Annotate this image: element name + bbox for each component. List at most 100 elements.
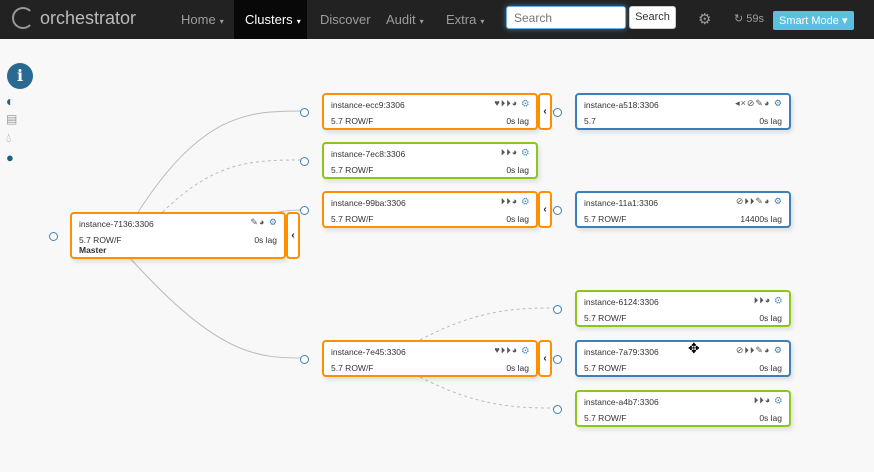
instance-name: instance-ecc9:3306 [331, 100, 405, 110]
instance-version: 5.7 ROW/F [584, 313, 627, 323]
brand-name: orchestrator [40, 7, 137, 28]
drop-target-circle[interactable] [300, 156, 309, 166]
instance-node[interactable]: instance-7e45:3306 ♥⏵⏵◕ ⚙ 5.7 ROW/F 0s l… [322, 340, 538, 377]
instance-action-icons[interactable]: ⏵⏵◕ ⚙ [754, 395, 783, 406]
status-icons: ✎◕ [250, 217, 266, 227]
instance-node[interactable]: instance-7136:3306 ✎◕ ⚙ 5.7 ROW/F 0s lag… [70, 212, 286, 259]
nav-home[interactable]: Home▾ [181, 0, 224, 39]
instance-action-icons[interactable]: ⊘⏵⏵✎◕ ⚙ [736, 196, 783, 207]
instance-node[interactable]: instance-a518:3306 ◂×⊘✎◕ ⚙ 5.7 0s lag [575, 93, 791, 130]
instance-lag: 0s lag [759, 363, 782, 373]
gear-icon[interactable]: ⚙ [268, 217, 278, 227]
drop-target-circle[interactable] [49, 231, 58, 241]
tint-icon[interactable]: 💧︎ [6, 130, 12, 145]
status-icons: ⊘⏵⏵✎◕ [735, 345, 771, 355]
instance-role: Master [79, 245, 107, 255]
nav-clusters[interactable]: Clusters▾ [234, 0, 307, 39]
instance-action-icons[interactable]: ◂×⊘✎◕ ⚙ [735, 98, 783, 109]
settings-gear-icon[interactable]: ⚙ [698, 11, 712, 28]
drop-target-circle[interactable] [553, 205, 562, 215]
status-icons: ⏵⏵◕ [500, 196, 519, 206]
instance-lag: 0s lag [506, 116, 529, 126]
instance-node[interactable]: instance-7ec8:3306 ⏵⏵◕ ⚙ 5.7 ROW/F 0s la… [322, 142, 538, 179]
gear-icon[interactable]: ⚙ [773, 345, 783, 355]
instance-node[interactable]: instance-99ba:3306 ⏵⏵◕ ⚙ 5.7 ROW/F 0s la… [322, 191, 538, 228]
nav-audit-label: Audit [386, 12, 416, 27]
instance-action-icons[interactable]: ✎◕ ⚙ [250, 217, 278, 228]
drop-target-circle[interactable] [300, 205, 309, 215]
instance-action-icons[interactable]: ⏵⏵◕ ⚙ [501, 196, 530, 207]
instance-version: 5.7 ROW/F [331, 363, 374, 373]
smart-mode-button[interactable]: Smart Mode ▾ [773, 11, 854, 30]
instance-name: instance-a518:3306 [584, 100, 659, 110]
instance-action-icons[interactable]: ♥⏵⏵◕ ⚙ [494, 345, 530, 356]
gear-icon[interactable]: ⚙ [774, 295, 783, 305]
search-input[interactable] [506, 6, 626, 29]
drop-target-circle[interactable] [553, 304, 562, 314]
instance-name: instance-a4b7:3306 [584, 397, 659, 407]
instance-node[interactable]: instance-ecc9:3306 ♥⏵⏵◕ ⚙ 5.7 ROW/F 0s l… [322, 93, 538, 130]
instance-lag: 0s lag [759, 413, 782, 423]
drop-target-circle[interactable] [553, 107, 562, 117]
brand-logo[interactable]: orchestrator [12, 7, 136, 29]
collapse-button[interactable]: ‹ [538, 191, 552, 228]
instance-node[interactable]: instance-a4b7:3306 ⏵⏵◕ ⚙ 5.7 ROW/F 0s la… [575, 390, 791, 427]
instance-version: 5.7 ROW/F [331, 116, 374, 126]
refresh-countdown[interactable]: ↻ 59s [734, 12, 764, 25]
drop-target-circle[interactable] [300, 107, 309, 117]
instance-version: 5.7 ROW/F [331, 165, 374, 175]
info-icon[interactable]: i [7, 63, 33, 89]
collapse-button[interactable]: ‹ [538, 93, 552, 130]
instance-node[interactable]: instance-6124:3306 ⏵⏵◕ ⚙ 5.7 ROW/F 0s la… [575, 290, 791, 327]
nav-audit[interactable]: Audit▾ [386, 0, 424, 39]
drop-target-circle[interactable] [300, 354, 309, 364]
instance-name: instance-7136:3306 [79, 219, 154, 229]
instance-action-icons[interactable]: ⏵⏵◕ ⚙ [754, 295, 783, 306]
instance-action-icons[interactable]: ⊘⏵⏵✎◕ ⚙ [736, 345, 783, 356]
gear-icon[interactable]: ⚙ [521, 196, 530, 206]
navbar: orchestrator Home▾ Clusters▾ Discover Au… [0, 0, 874, 39]
status-icons: ⏵⏵◕ [753, 395, 772, 405]
instance-node[interactable]: instance-7a79:3306 ⊘⏵⏵✎◕ ⚙ 5.7 ROW/F 0s … [575, 340, 791, 377]
instance-action-icons[interactable]: ⏵⏵◕ ⚙ [501, 147, 530, 158]
edge-7136-7e45 [129, 257, 306, 359]
edge-7136-7ec8 [149, 159, 306, 226]
refresh-icon: ↻ [734, 13, 747, 25]
status-icons: ♥⏵⏵◕ [494, 98, 519, 108]
nav-extra[interactable]: Extra▾ [446, 0, 484, 39]
chevron-left-icon: ‹ [543, 353, 547, 364]
instance-node[interactable]: instance-11a1:3306 ⊘⏵⏵✎◕ ⚙ 5.7 ROW/F 144… [575, 191, 791, 228]
drop-target-circle[interactable] [553, 404, 562, 414]
instance-name: instance-7ec8:3306 [331, 149, 406, 159]
gear-icon[interactable]: ⚙ [773, 196, 783, 206]
instance-action-icons[interactable]: ♥⏵⏵◕ ⚙ [494, 98, 530, 109]
gear-icon[interactable]: ⚙ [521, 147, 530, 157]
contrast-icon[interactable]: ◐ [6, 93, 15, 109]
status-icons: ⏵⏵◕ [753, 295, 772, 305]
gear-icon[interactable]: ⚙ [521, 345, 530, 355]
instance-name: instance-7e45:3306 [331, 347, 406, 357]
columns-icon[interactable]: ▤ [6, 112, 18, 126]
user-icon[interactable]: ● [6, 150, 14, 165]
status-icons: ◂×⊘✎◕ [735, 98, 771, 108]
gear-icon[interactable]: ⚙ [774, 395, 783, 405]
search-button[interactable]: Search [629, 6, 676, 29]
instance-lag: 0s lag [759, 313, 782, 323]
status-icons: ♥⏵⏵◕ [494, 345, 519, 355]
instance-version: 5.7 ROW/F [79, 235, 122, 245]
gear-icon[interactable]: ⚙ [521, 98, 530, 108]
drop-target-circle[interactable] [553, 354, 562, 364]
instance-version: 5.7 ROW/F [331, 214, 374, 224]
nav-discover[interactable]: Discover [320, 12, 371, 27]
nav-clusters-label: Clusters [245, 12, 293, 27]
collapse-button[interactable]: ‹ [538, 340, 552, 377]
edge-7e45-a4b7 [419, 376, 558, 409]
chevron-left-icon: ‹ [543, 204, 547, 215]
instance-name: instance-11a1:3306 [584, 198, 659, 208]
status-icons: ⊘⏵⏵✎◕ [735, 196, 771, 206]
collapse-button[interactable]: ‹ [286, 212, 300, 259]
edge-7e45-6124 [419, 307, 558, 341]
gear-icon[interactable]: ⚙ [773, 98, 783, 108]
status-icons: ⏵⏵◕ [500, 147, 519, 157]
instance-lag: 14400s lag [740, 214, 782, 224]
